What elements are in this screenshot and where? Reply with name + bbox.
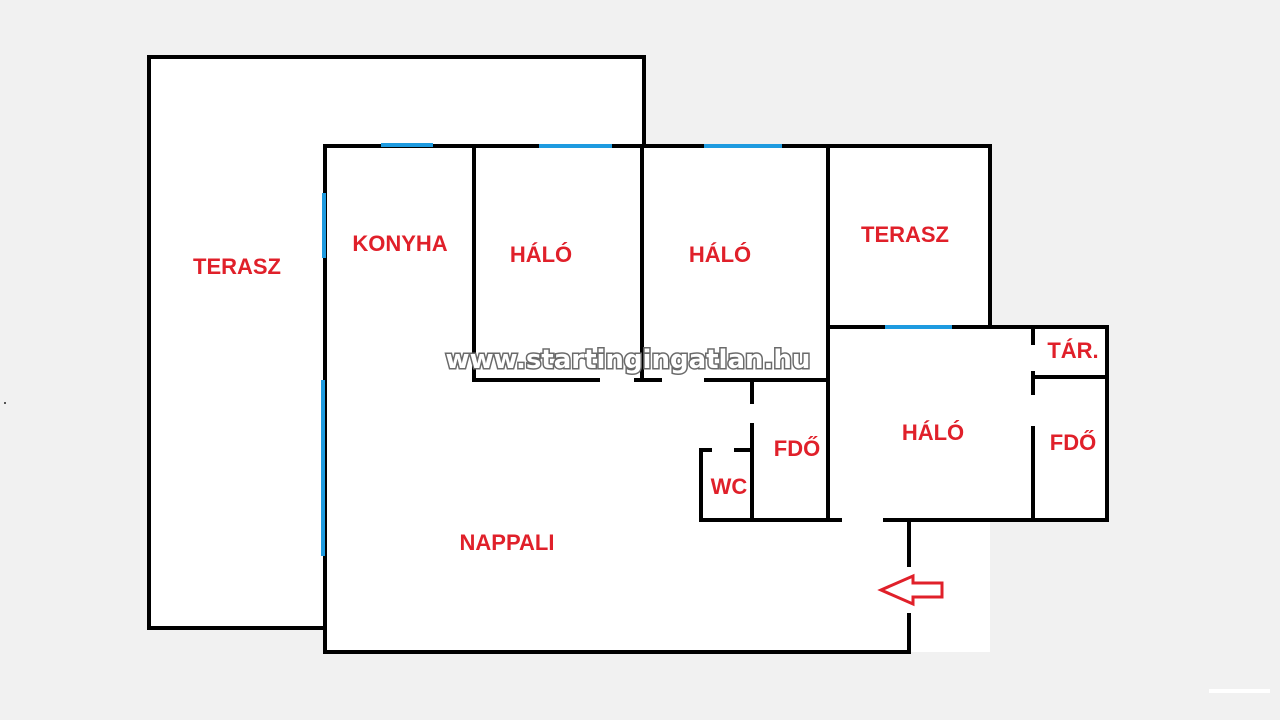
room-label-tar: TÁR. [1047,338,1098,363]
entrance-arrow-shape [877,573,944,607]
room-label-fdo-2: FDŐ [1050,430,1096,455]
windows [321,143,952,556]
wall-west-terrace [147,55,646,630]
room-label-konyha: KONYHA [352,231,447,256]
floor-areas [149,57,1108,652]
room-label-nappali: NAPPALI [460,530,555,555]
decorative-line [1209,689,1270,693]
room-label-terasz-west: TERASZ [193,254,281,279]
decorative-dot [4,402,6,404]
room-labels: TERASZ KONYHA HÁLÓ HÁLÓ TERASZ TÁR. FDŐ … [193,222,1099,555]
room-label-halo-2: HÁLÓ [689,242,751,267]
room-label-fdo-1: FDŐ [774,436,820,461]
room-label-wc: WC [711,474,748,499]
room-label-halo-1: HÁLÓ [510,242,572,267]
room-label-terasz-east: TERASZ [861,222,949,247]
entrance-arrow-icon [877,573,944,607]
watermark-text: www.startingingatlan.hu [446,345,811,375]
room-label-halo-3: HÁLÓ [902,420,964,445]
floor-east-wing [830,327,1108,520]
